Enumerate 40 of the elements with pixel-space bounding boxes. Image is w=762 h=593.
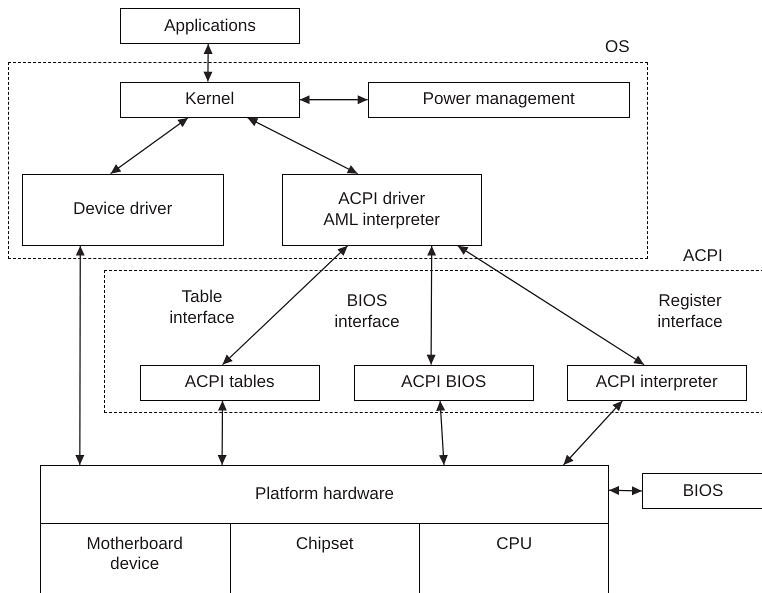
process-box: [140, 364, 320, 401]
process-box: [642, 473, 762, 509]
arrow: [608, 486, 642, 496]
arrow: [222, 245, 348, 366]
process-box: [354, 364, 534, 401]
process-box: [120, 82, 300, 118]
arrow: [110, 117, 188, 174]
node-label: ACPI BIOS: [401, 372, 486, 393]
node-label: BIOS: [682, 480, 724, 502]
node-label: Device driver: [73, 199, 172, 220]
component-cell: [230, 522, 419, 593]
node-label: ACPI interpreter: [596, 372, 718, 393]
node-label: Chipset: [294, 534, 354, 554]
arrow: [247, 117, 358, 174]
arrow: [436, 400, 448, 466]
arrow: [203, 44, 213, 82]
node-label: Motherboard device: [86, 534, 184, 574]
node-label: ACPI driver: [338, 189, 426, 210]
arrow: [563, 400, 623, 466]
hardware-block: [40, 465, 609, 593]
arrow: [426, 246, 436, 365]
node-label: AML interpreter: [323, 210, 440, 230]
group-label: ACPI: [683, 246, 723, 266]
arrow: [218, 400, 227, 465]
node-label: ACPI tables: [184, 372, 275, 393]
node-label: CPU: [495, 534, 534, 554]
process-box: [22, 174, 224, 246]
component-cell: [418, 522, 609, 593]
node-label: Power management: [422, 89, 575, 110]
node-label: Kernel: [185, 89, 234, 110]
arrow: [75, 246, 85, 465]
group-label: OS: [605, 37, 630, 58]
process-box: [282, 174, 482, 246]
process-box: [120, 8, 300, 44]
arrow: [457, 245, 644, 366]
process-box: [368, 82, 630, 118]
node-label: Platform hardware: [255, 484, 394, 504]
node-label: Applications: [164, 16, 256, 36]
process-box: [566, 364, 747, 401]
arrow: [300, 95, 368, 104]
